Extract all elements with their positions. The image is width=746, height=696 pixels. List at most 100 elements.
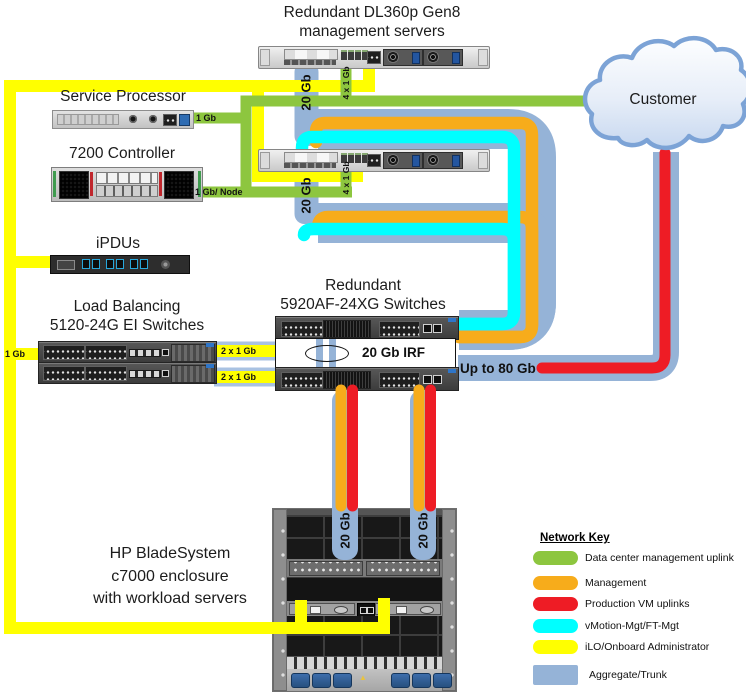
fan-icon bbox=[427, 154, 439, 166]
legend-row-cyan: vMotion-Mgt/FT-Mgt bbox=[533, 619, 679, 633]
enclosure-rail-right bbox=[442, 509, 456, 691]
server1-mgmt-label: 4 x 1 Gb bbox=[341, 66, 351, 100]
sp-port-block bbox=[163, 114, 177, 126]
side-module bbox=[171, 344, 215, 362]
lb-switch-2 bbox=[38, 362, 217, 384]
sp-front-panel bbox=[57, 114, 119, 125]
service-processor-device bbox=[52, 110, 194, 129]
lb-switches-title: Load Balancing 5120-24G EI Switches bbox=[32, 298, 222, 335]
port-block bbox=[281, 372, 323, 388]
mgmt-port bbox=[433, 375, 442, 384]
brand-tag bbox=[206, 343, 214, 347]
sfp-ports bbox=[129, 370, 161, 378]
fan-icon bbox=[387, 154, 399, 166]
enclosure-title: HP BladeSystem c7000 enclosure with work… bbox=[75, 543, 265, 611]
sp-uplink-label: 1 Gb bbox=[196, 113, 217, 123]
vent-grille bbox=[323, 371, 371, 389]
module-oval bbox=[334, 606, 348, 614]
core-switch-2 bbox=[275, 367, 459, 391]
server-io-block bbox=[367, 51, 381, 64]
psu-label-tag bbox=[452, 52, 460, 64]
dl360p-server-2 bbox=[258, 149, 490, 172]
controller-module-row-2 bbox=[96, 185, 158, 197]
irf-ring-icon bbox=[305, 345, 349, 362]
server-slot-row bbox=[284, 60, 336, 65]
mgmt-port bbox=[423, 324, 432, 333]
mgmt-port bbox=[433, 324, 442, 333]
controller-7200-title: 7200 Controller bbox=[69, 145, 175, 162]
server-psu-1 bbox=[383, 152, 423, 169]
link-production-customer bbox=[536, 147, 671, 374]
handle-row: ▲ bbox=[287, 669, 452, 691]
port-block bbox=[379, 321, 420, 337]
core-switch-stack: 20 Gb IRF bbox=[275, 316, 459, 391]
core-switches-title: Redundant 5920AF-24XG Switches bbox=[265, 277, 461, 314]
blue-handle bbox=[391, 673, 410, 688]
server-right-ear bbox=[478, 49, 488, 66]
server-io-block bbox=[367, 154, 381, 167]
accent-strip bbox=[90, 172, 93, 196]
link-mgmt-server2 bbox=[311, 210, 539, 344]
interconnect-module bbox=[289, 561, 363, 576]
enclosure-rail-left bbox=[273, 509, 287, 691]
pdu-connector-icon bbox=[57, 260, 75, 270]
green-line-swatch bbox=[533, 551, 578, 565]
outlet-icon bbox=[82, 259, 90, 269]
outlet-icon bbox=[92, 259, 100, 269]
core-switch-1 bbox=[275, 316, 459, 340]
outlet-icon bbox=[116, 259, 124, 269]
irf-label: 20 Gb IRF bbox=[362, 345, 426, 360]
legend-label: vMotion-Mgt/FT-Mgt bbox=[585, 620, 679, 632]
link-green-main-to-customer bbox=[240, 95, 590, 197]
vent-grille bbox=[323, 320, 371, 338]
legend-label: Aggregate/Trunk bbox=[589, 669, 667, 681]
chassis-strip bbox=[198, 171, 201, 197]
psu-mesh-right bbox=[164, 171, 194, 199]
port-block bbox=[281, 321, 323, 337]
legend-row-red: Production VM uplinks bbox=[533, 597, 689, 611]
customer-uplink-label: Up to 80 Gb bbox=[460, 361, 536, 376]
red-line-swatch bbox=[533, 597, 578, 611]
side-module bbox=[171, 365, 215, 383]
legend-row-green: Data center management uplink bbox=[533, 551, 734, 565]
orange-line-swatch bbox=[533, 576, 578, 590]
controller-uplink-label: 1 Gb/ Node bbox=[195, 187, 243, 197]
sp-button-2 bbox=[149, 115, 157, 123]
blue-handle bbox=[291, 673, 310, 688]
module-oval bbox=[420, 606, 434, 614]
server-psu-1 bbox=[383, 49, 423, 66]
brand-tag bbox=[448, 369, 456, 373]
legend-label: Management bbox=[585, 577, 647, 589]
psu-label-tag bbox=[412, 155, 420, 167]
mgmt-servers-title: Redundant DL360p Gen8 management servers bbox=[262, 4, 482, 41]
pdu-outlet-row bbox=[82, 259, 148, 269]
enclosure-title-line3: with workload servers bbox=[93, 590, 247, 607]
server1-trunk-label: 20 Gb bbox=[298, 74, 314, 111]
legend-row-orange: Management bbox=[533, 576, 646, 590]
psu-mesh-left bbox=[59, 171, 89, 199]
server-right-ear bbox=[478, 152, 488, 169]
core-title-line2: 5920AF-24XG Switches bbox=[280, 295, 446, 313]
psu-label-tag bbox=[452, 155, 460, 167]
lb-trunk1-label: 2 x 1 Gb bbox=[221, 346, 257, 356]
cyan-line-swatch bbox=[533, 619, 578, 633]
server-nic-ports bbox=[341, 153, 368, 163]
lb-title-line2: 5120-24G EI Switches bbox=[49, 316, 205, 334]
network-key-legend: Network Key Data center management uplin… bbox=[530, 530, 746, 696]
accent-strip bbox=[159, 172, 162, 196]
sp-blue-module bbox=[179, 114, 190, 126]
lb-switch-1 bbox=[38, 341, 217, 363]
fan-icon bbox=[387, 51, 399, 63]
legend-title: Network Key bbox=[540, 532, 610, 544]
port-block bbox=[43, 366, 85, 381]
interconnect-module bbox=[366, 561, 440, 576]
outlet-icon bbox=[106, 259, 114, 269]
lb-trunk2-label: 2 x 1 Gb bbox=[221, 372, 257, 382]
server-drive-module bbox=[284, 152, 338, 163]
link-ilo-enclosure bbox=[4, 598, 390, 634]
psu-label-tag bbox=[412, 52, 420, 64]
enclosure-trunk2-label: 20 Gb bbox=[415, 512, 431, 549]
warning-triangle-icon: ▲ bbox=[359, 673, 367, 682]
server-drive-module bbox=[284, 49, 338, 60]
